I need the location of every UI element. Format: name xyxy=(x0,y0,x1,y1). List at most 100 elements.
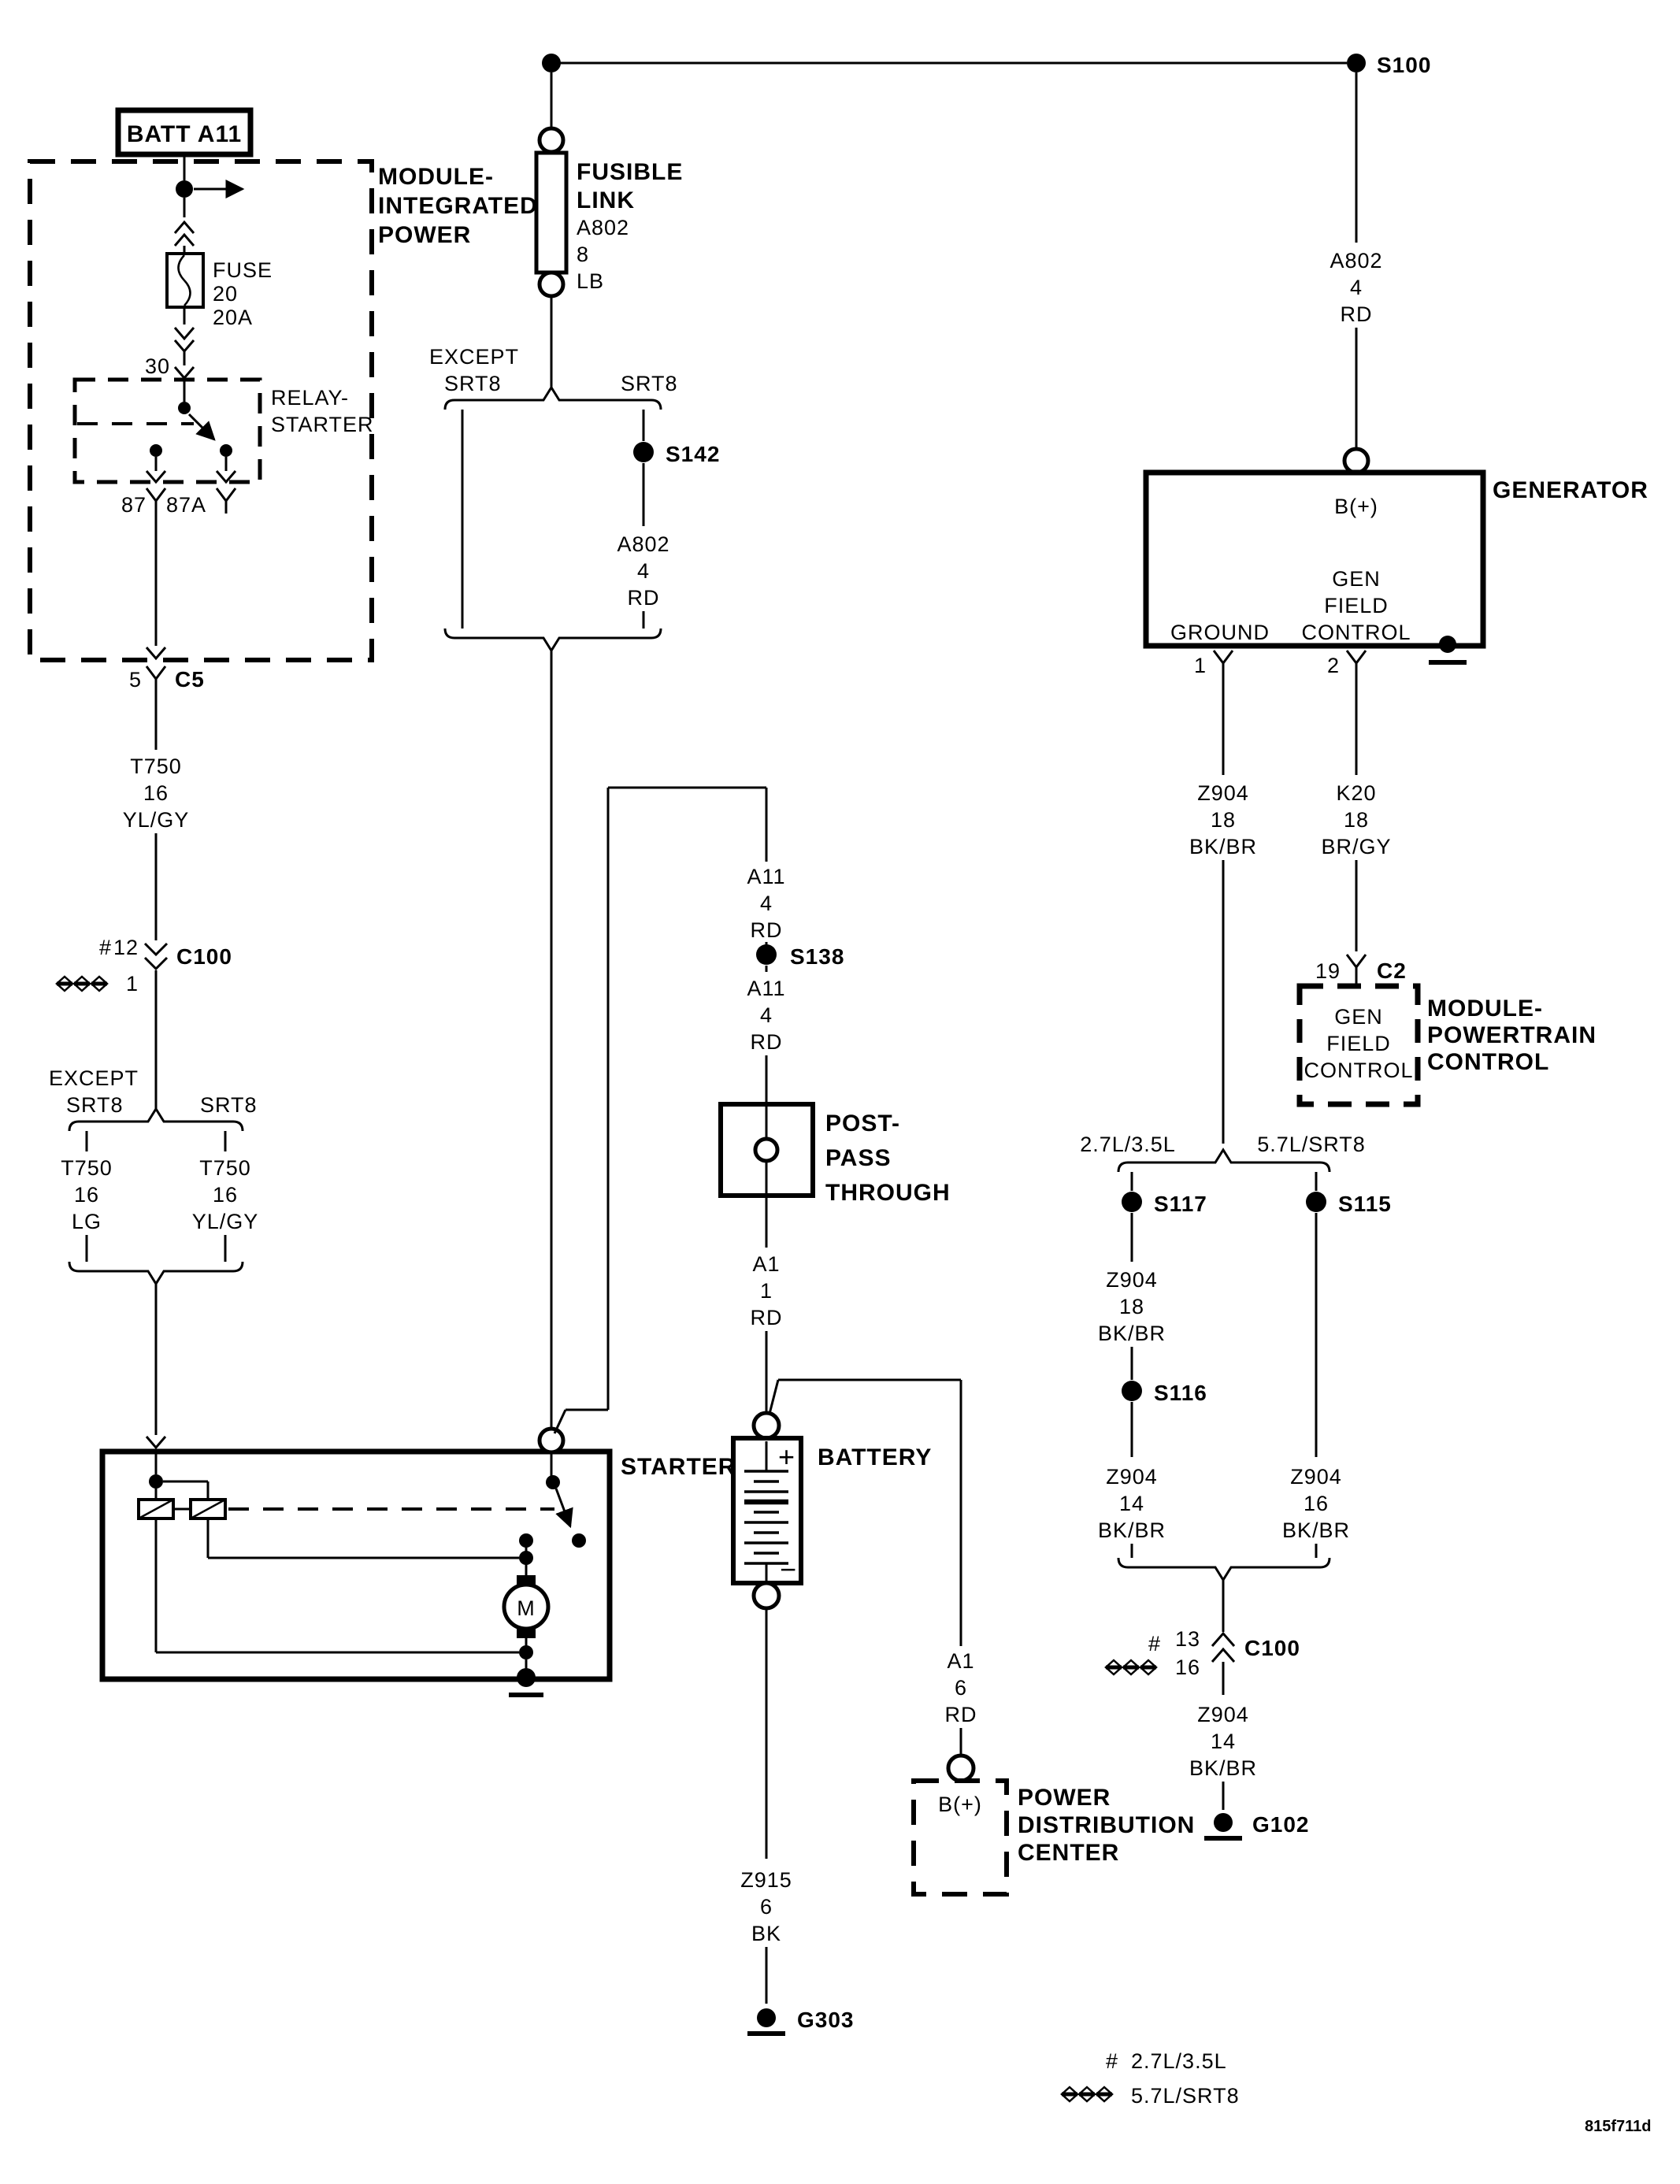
wire-a802-gauge: 4 xyxy=(637,559,650,583)
splice-s142-dot xyxy=(633,442,654,462)
pcm-box-3: CONTROL xyxy=(1304,1059,1413,1082)
legend-hash-symbol: # xyxy=(1106,2049,1118,2073)
connector-fork xyxy=(1345,954,1367,986)
ground-g102-dot xyxy=(1214,1813,1233,1832)
wire-z915-name: Z915 xyxy=(740,1868,792,1892)
branch-57l: 5.7L/SRT8 xyxy=(1257,1133,1366,1156)
wire-z904g-color: BK/BR xyxy=(1189,1756,1257,1780)
battery-negative-terminal xyxy=(751,1581,781,1611)
wire-lg-color: LG xyxy=(72,1210,102,1233)
wire-a1pdc-name: A1 xyxy=(947,1649,974,1673)
split-brace xyxy=(68,1107,244,1132)
mip-title-1: MODULE- xyxy=(378,164,494,190)
splice-s142-label: S142 xyxy=(666,442,720,466)
c5-pin: 5 xyxy=(129,668,142,692)
relay-label-1: RELAY- xyxy=(271,386,349,410)
splice-s138-dot xyxy=(756,944,777,965)
wire-z915-color: BK xyxy=(751,1922,781,1945)
wire-z904-14-color: BK/BR xyxy=(1098,1518,1166,1542)
generator-b-plus: B(+) xyxy=(1334,495,1378,518)
battery-plates xyxy=(744,1470,788,1565)
pin-fork xyxy=(1212,650,1234,676)
pin-arrowhead xyxy=(215,470,237,484)
wire-k20-color: BR/GY xyxy=(1321,835,1391,858)
branch-left-except: EXCEPT xyxy=(49,1066,139,1090)
splice-s100-label: S100 xyxy=(1377,53,1431,77)
post-pass-terminal xyxy=(753,1136,780,1163)
wire-a1pdc-gauge: 6 xyxy=(955,1676,967,1700)
wire-z904-14-gauge: 14 xyxy=(1119,1492,1144,1515)
fuse-element xyxy=(177,254,191,306)
connector-fork xyxy=(145,666,167,696)
generator-pin-2: 2 xyxy=(1327,654,1340,677)
battery-label: BATTERY xyxy=(818,1444,932,1470)
wire-z904-14-name: Z904 xyxy=(1106,1465,1158,1489)
relay-starter: RELAY- STARTER 87 87A xyxy=(72,377,373,517)
relay-contact-87-dot xyxy=(150,444,162,457)
post-pass-label-2: PASS xyxy=(825,1145,891,1171)
fusible-link-label-2: LINK xyxy=(577,187,635,213)
pdc-dashed-box xyxy=(911,1778,1009,1897)
connector-chevron xyxy=(143,956,169,971)
pcm-box-1: GEN xyxy=(1334,1005,1383,1029)
relay-common-dot xyxy=(178,402,191,414)
wire-link-color: LB xyxy=(577,269,604,293)
fuse-label: FUSE xyxy=(213,258,273,282)
c100-right-pin-top: 13 xyxy=(1175,1627,1200,1651)
branch-27l: 2.7L/3.5L xyxy=(1080,1133,1176,1156)
wire-z904-18-gauge: 18 xyxy=(1119,1295,1144,1318)
wire-z904-18-name: Z904 xyxy=(1106,1268,1158,1292)
generator-field-2: FIELD xyxy=(1324,594,1389,617)
wire-link-name: A802 xyxy=(577,216,629,239)
post-pass-label-1: POST- xyxy=(825,1111,900,1136)
ground-g303-dot xyxy=(757,2008,776,2027)
pdc-b-plus-terminal xyxy=(946,1753,976,1783)
generator-b-plus-terminal xyxy=(1342,447,1370,475)
legend: # 2.7L/3.5L 5.7L/SRT8 xyxy=(1062,2049,1239,2108)
c100-left-pin-top: 12 xyxy=(113,936,139,959)
batt-a11-label: BATT A11 xyxy=(127,121,242,147)
legend-diamonds xyxy=(1062,2087,1112,2101)
wire-k20-gauge: 18 xyxy=(1344,808,1369,832)
wire-t750-name: T750 xyxy=(130,755,182,778)
wire-a802-color: RD xyxy=(628,586,660,610)
pcm-box-2: FIELD xyxy=(1326,1032,1391,1055)
pin-arrowhead xyxy=(145,470,167,484)
connector-chevron xyxy=(1211,1647,1236,1663)
starter-label: STARTER xyxy=(621,1454,736,1480)
pdc-label-3: CENTER xyxy=(1018,1840,1119,1866)
pin-arrowhead xyxy=(173,366,195,380)
wire-z904-color: BK/BR xyxy=(1189,835,1257,858)
split-brace xyxy=(1117,1148,1331,1173)
wire-z904-name: Z904 xyxy=(1197,781,1249,805)
motor-brush-top xyxy=(517,1575,536,1585)
wire-z904-gauge: 18 xyxy=(1211,808,1236,832)
pin-arrowhead xyxy=(145,647,167,661)
c2-pin: 19 xyxy=(1315,959,1341,983)
wire-a11l-name: A11 xyxy=(747,977,785,1000)
wire-a802r-name: A802 xyxy=(1330,249,1382,273)
ground-g303-label: G303 xyxy=(797,2008,855,2032)
relay-contact-87a-dot xyxy=(220,444,232,457)
splice-s116-dot xyxy=(1122,1381,1142,1401)
pdc-b-plus-label: B(+) xyxy=(938,1793,982,1816)
wire-a1-name: A1 xyxy=(752,1252,780,1276)
c5-label: C5 xyxy=(175,667,205,692)
starter-contact-dot xyxy=(572,1533,586,1548)
merge-brace xyxy=(443,628,662,653)
merge-brace xyxy=(1117,1557,1331,1582)
left-column: 5 C5 T750 16 YL/GY # 12 C100 1 EXCEPT SR… xyxy=(49,515,258,1450)
pin-arrowhead xyxy=(145,1436,167,1450)
branch-right-srt8: SRT8 xyxy=(200,1093,258,1117)
wire-ylgy-name: T750 xyxy=(199,1156,251,1180)
generator-field-3: CONTROL xyxy=(1301,621,1411,644)
c100-left-hash: # xyxy=(99,936,112,959)
splice-s115-dot xyxy=(1306,1192,1326,1212)
c100-left-label: C100 xyxy=(176,944,232,969)
generator-pin-1: 1 xyxy=(1194,654,1207,677)
starter-ground-dot xyxy=(517,1668,536,1687)
connector-chevron xyxy=(173,220,195,234)
wire-z904-16-color: BK/BR xyxy=(1282,1518,1350,1542)
relay-dashed-box xyxy=(72,377,262,484)
connector-chevron xyxy=(173,232,195,247)
